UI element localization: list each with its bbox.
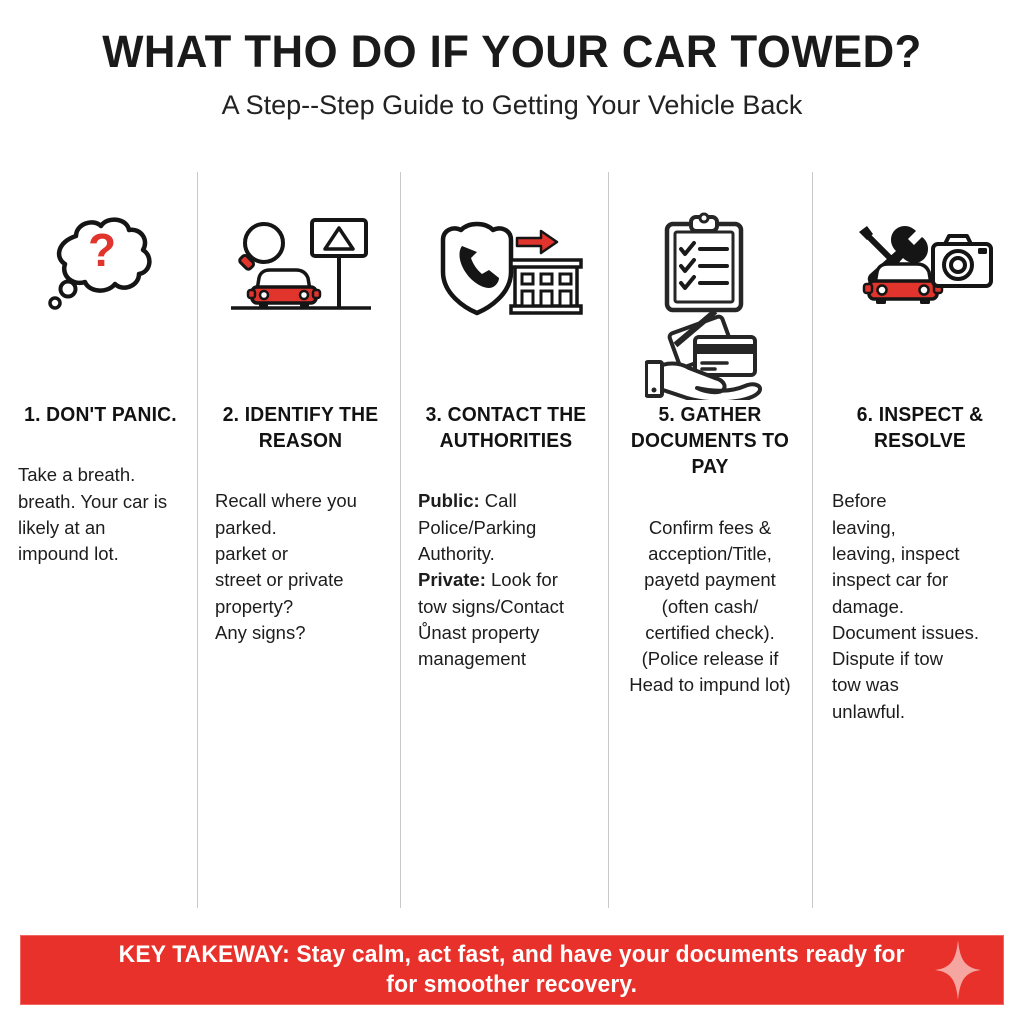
step-1-title: 1. DON'T PANIC. [24,403,177,426]
page-subtitle: A Step--Step Guide to Getting Your Vehic… [221,90,803,121]
step-4-icon-box [622,172,798,405]
step-1-icon-box: ? [18,172,183,402]
column-divider-4 [812,172,813,908]
wrench-car-camera-icon [845,214,995,324]
step-4-title: 5. GATHER DOCUMENTS TO PAY [630,403,790,479]
column-divider-3 [608,172,609,908]
step-column-1: ? 1. DON'T PANIC. Take a breath. breath.… [0,172,197,908]
steps-container: ? 1. DON'T PANIC. Take a breath. breath.… [0,172,1024,908]
step-column-2: 2. IDENTIFY THE REASON Recall where you … [197,172,400,908]
infographic-header: WHAT THO DO IF YOUR CAR TOWED? A Step--S… [0,0,1024,121]
step-3-icon-box [418,172,594,402]
step-5-title: 6. INSPECT & RESOLVE [856,403,984,453]
step-4-body: Confirm fees & acception/Title, payetd p… [629,516,791,696]
step-1-body: Take a breath. breath. Your car is likel… [18,464,168,565]
step-3-title: 3. CONTACT THE AUTHORITIES [425,403,587,453]
key-takeaway-banner: KEY TAKEWAY: Stay calm, act fast, and ha… [20,935,1004,1005]
step-column-5: 6. INSPECT & RESOLVE Before leaving, lea… [812,172,1024,908]
step-5-icon-box [832,172,1008,402]
magnifier-car-warning-sign-icon [226,214,376,324]
column-divider-2 [400,172,401,908]
sparkle-diamond-icon [935,940,981,1000]
step-2-icon-box [215,172,386,402]
thought-bubble-question-icon: ? [41,214,161,329]
svg-text:?: ? [87,224,115,276]
clipboard-checklist-hand-credit-cards-icon [644,210,775,405]
step-2-body: Recall where you parked. parket or stree… [215,490,357,643]
step-2-title: 2. IDENTIFY THE REASON [222,403,379,453]
police-badge-phone-building-icon [429,214,584,324]
column-divider-1 [197,172,198,908]
key-takeaway-text: KEY TAKEWAY: Stay calm, act fast, and ha… [118,941,906,998]
step-column-4: 5. GATHER DOCUMENTS TO PAY Confirm fees … [608,172,812,908]
step-3-body: Public: Call Police/Parking Authority. P… [418,490,565,670]
step-column-3: 3. CONTACT THE AUTHORITIES Public: Call … [400,172,608,908]
step-5-body: Before leaving, leaving, inspect inspect… [832,490,980,722]
page-title: WHAT THO DO IF YOUR CAR TOWED? [102,26,922,77]
